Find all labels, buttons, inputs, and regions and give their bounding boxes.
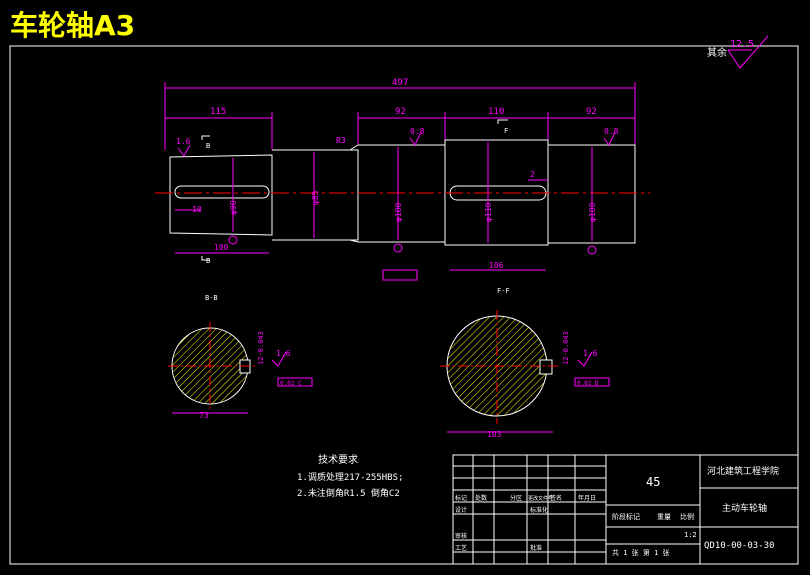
tech-req-heading: 技术要求 — [318, 453, 358, 466]
tol-s1: 0.02 C — [280, 380, 302, 387]
dim-seg1: 115 — [210, 107, 226, 117]
dim-dia-b3: φ100 — [588, 203, 597, 222]
tb-stage-mark: 阶段标记 — [612, 512, 640, 521]
tb-row-label-2: 分区 — [510, 494, 522, 502]
tech-req-line2: 2.未注倒角R1.5 倒角C2 — [297, 487, 400, 499]
dim-key1-len: 100 — [214, 243, 229, 252]
tb-drawing-no: QD10-00-03-30 — [704, 541, 774, 551]
drawing-title: 车轮轴A3 — [10, 9, 136, 42]
rough-2: 0.8 — [410, 127, 425, 136]
tb-row-label-4: 签名 — [550, 494, 562, 502]
rough-4: 1.6 — [276, 349, 291, 358]
finish-note-value: 12.5 — [730, 39, 754, 50]
dim-s2-key: 12-0.043 — [562, 331, 570, 365]
keyway-1 — [174, 185, 270, 199]
tolerance-frame — [382, 269, 418, 281]
outer-frame — [9, 45, 799, 565]
section-view-2: 103 12-0.043 0.02 D 1.6 — [440, 310, 610, 439]
tb-scale: 1:2 — [684, 531, 697, 539]
dim-seg4: 92 — [586, 107, 597, 117]
shaft-outline — [169, 139, 636, 246]
tb-process: 工艺 — [455, 544, 467, 552]
section-view-1: 73 12-0.043 0.02 C 1.6 — [168, 322, 313, 420]
dim-dia-mid: φ85 — [311, 190, 320, 205]
tb-row-label-1: 处数 — [475, 494, 487, 502]
dim-dia-left: φ90 — [229, 200, 238, 215]
tb-part-name: 主动车轮轴 — [722, 502, 767, 514]
tech-req-line1: 1.调质处理217-255HBS; — [297, 471, 403, 483]
section-title-2: F-F — [497, 287, 510, 295]
datum-circle-1 — [228, 235, 238, 245]
tb-row-label-5: 年月日 — [578, 494, 596, 502]
dim-key2-len: 106 — [489, 261, 504, 270]
tb-standard: 标准化 — [530, 506, 548, 514]
tb-material: 45 — [646, 475, 660, 489]
title-block — [452, 454, 799, 565]
rough-1: 1.6 — [176, 137, 191, 146]
dim-dia-b1: φ100 — [394, 203, 403, 222]
section-title-1: B-B — [205, 294, 218, 302]
dim-key1-off: 10 — [192, 205, 202, 214]
rough-3: 0.8 — [604, 127, 619, 136]
dim-overall: 497 — [392, 78, 408, 88]
dim-key2-off: 2 — [530, 170, 535, 179]
dim-seg2: 92 — [395, 107, 406, 117]
finish-note-label: 其余 — [707, 46, 727, 59]
tb-check: 审核 — [455, 532, 467, 540]
section-mark-b-top: B — [206, 142, 210, 150]
tb-row-label-3: 更改文件号 — [528, 495, 553, 502]
tb-approve: 批准 — [530, 544, 542, 552]
tb-weight: 重量 — [657, 513, 671, 521]
rough-5: 1.6 — [583, 349, 598, 358]
tb-row-label-0: 标记 — [455, 494, 467, 502]
dim-s2-width: 103 — [487, 430, 502, 439]
tb-ratio: 比例 — [680, 512, 694, 521]
tb-design: 设计 — [455, 506, 467, 514]
tol-s2: 0.02 D — [577, 380, 599, 387]
dim-seg3: 110 — [488, 107, 504, 117]
finish-symbol — [727, 35, 769, 69]
dim-chamfer: R3 — [336, 136, 346, 145]
section-mark-f: F — [504, 127, 508, 135]
tb-school: 河北建筑工程学院 — [707, 465, 779, 477]
section-mark-b-bottom: B — [206, 257, 210, 265]
tb-sheets: 共 1 张 第 1 张 — [612, 548, 670, 557]
dim-dia-b2: φ110 — [484, 203, 493, 222]
datum-circle-2 — [393, 243, 403, 253]
dim-s1-key: 12-0.043 — [257, 331, 265, 365]
dim-s1-width: 73 — [199, 411, 209, 420]
datum-circle-3 — [587, 245, 597, 255]
